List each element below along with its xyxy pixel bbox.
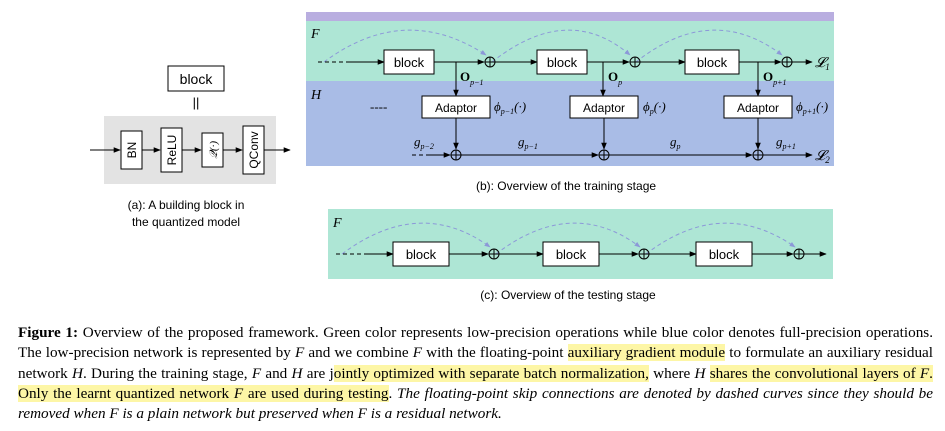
sum-node-f1 [484,56,496,68]
test-block-3-box [695,241,753,267]
sum-node-h3 [752,149,764,161]
test-block-3-label: block [709,247,740,262]
adaptor-3-label: Adaptor [737,101,779,115]
block-2-label: block [547,55,578,70]
bn-op-label: BN [125,142,139,159]
adaptor-2-label: Adaptor [583,101,625,115]
o-label-2: Op [608,69,622,87]
phi-label-2: ϕp(·) [643,99,666,116]
panel-b-caption: (b): Overview of the training stage [476,179,656,193]
skip-curve-1 [323,29,487,63]
g-label-1: gp−2 [414,134,434,151]
o-label-1: Op−1 [460,69,484,87]
highlight-1: auxiliary gradient module [567,344,726,362]
sum-node-f3 [781,56,793,68]
g-label-3: gp [670,134,681,151]
block-2-box [536,49,588,75]
test-block-1-label: block [406,247,437,262]
test-block-2-label: block [556,247,587,262]
phi-label-3: ϕp+1(·) [796,99,828,116]
figure-label: Figure 1: [18,324,79,341]
test-skip-curve-1 [341,222,491,255]
panel-b: F H block block block 𝓛1 [306,12,834,193]
g-label-4: gp+1 [776,134,796,151]
test-sum-node-1 [488,248,500,260]
highlight-3: shares the convolutional layers of F. [709,364,933,382]
panel-c-caption: (c): Overview of the testing stage [480,288,656,302]
framework-figure: block || BN ReLU 𝒬(·) QConv (a): A build… [90,12,834,302]
test-sum-node-3 [793,248,805,260]
testing-network-f-label: F [332,216,342,231]
equivalence-mark: || [193,95,200,110]
network-f-label: F [310,27,320,42]
test-sum-node-2 [638,248,650,260]
skip-curve-2 [491,29,631,63]
sum-node-h2 [598,149,610,161]
sum-node-f2 [629,56,641,68]
block-label-box [167,65,225,92]
highlight-4: Only the learnt quantized network F are … [18,384,389,402]
phi-label-1: ϕp−1(·) [494,99,526,116]
block-3-label: block [697,55,728,70]
adaptor-1-label: Adaptor [435,101,477,115]
panel-a-caption-line1: (a): A building block in [128,198,245,212]
block-3-box [684,49,740,75]
quantizer-op-label: 𝒬(·) [208,141,220,159]
block-1-box [383,49,435,75]
highlight-2: ointly optimized with separate batch nor… [333,364,649,382]
panel-c: F block block block (c): Overview of th [328,209,833,302]
h-ellipsis: ---- [370,99,387,114]
italic-note: The floating-point skip connections are … [18,384,934,423]
top-color-bar [306,12,834,21]
figure-caption: Figure 1: Overview of the proposed frame… [18,324,934,423]
o-label-3: Op+1 [763,69,787,87]
block-1-label: block [394,55,425,70]
panel-a-caption-line2: the quantized model [132,215,240,229]
full-precision-region [306,81,834,166]
block-label: block [180,71,214,87]
sum-node-h1 [450,149,462,161]
g-label-2: gp−1 [518,134,538,151]
panel-a: block || BN ReLU 𝒬(·) QConv (a): A build… [90,65,291,229]
skip-curve-3 [635,29,783,63]
test-skip-curve-3 [645,222,796,255]
network-h-label: H [310,88,322,103]
relu-op-label: ReLU [165,135,179,166]
qconv-op-label: QConv [247,131,261,168]
